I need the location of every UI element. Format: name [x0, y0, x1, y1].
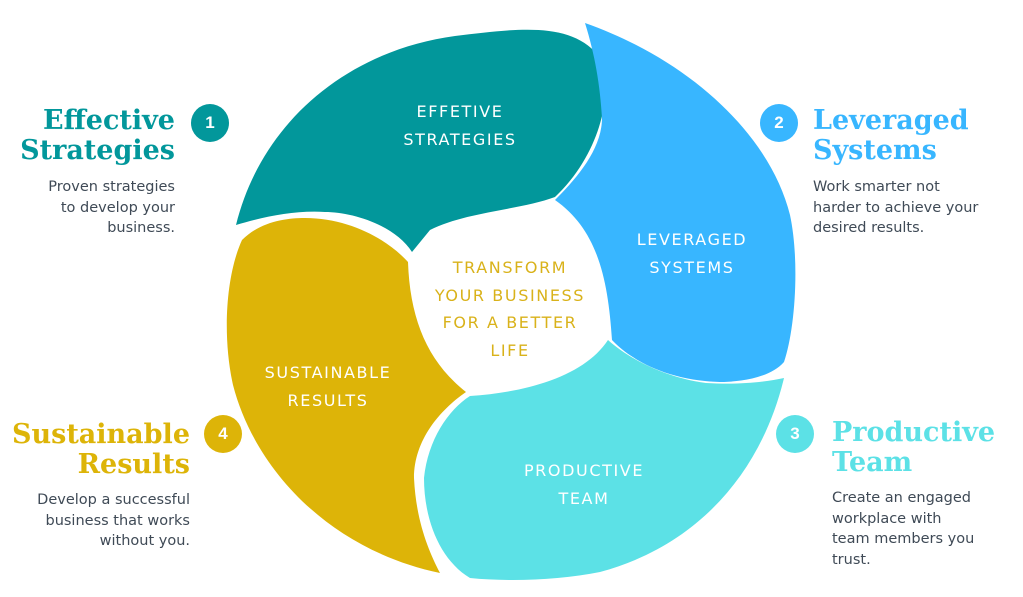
step-description-line: to develop your: [60, 199, 175, 216]
step-heading-line: Effective: [43, 105, 175, 136]
step-description-line: without you.: [99, 533, 190, 549]
step-description-line: team members you: [832, 531, 975, 547]
step-heading-effective-strategies: Effective Strategies: [10, 106, 175, 166]
petal-label-line: PRODUCTIVE: [523, 461, 645, 480]
step-number-badge-4: 4: [204, 415, 242, 453]
step-heading-line: Sustainable: [12, 419, 190, 450]
center-line: YOUR BUSINESS: [434, 285, 586, 305]
petal-label-effective-strategies: EFFETIVE STRATEGIES: [380, 98, 540, 154]
petal-effective-strategies: [236, 29, 606, 252]
petal-label-line: RESULTS: [287, 391, 369, 410]
step-description-effective-strategies: Proven strategies to develop your busine…: [10, 177, 175, 239]
step-heading-productive-team: Productive Team: [832, 418, 1017, 478]
petal-label-leveraged-systems: LEVERAGED SYSTEMS: [612, 226, 772, 282]
step-description-line: Create an engaged: [832, 490, 972, 506]
step-description-line: Proven strategies: [48, 179, 175, 195]
step-heading-line: Results: [77, 449, 190, 480]
step-description-leveraged-systems: Work smarter not harder to achieve your …: [813, 177, 1013, 239]
step-heading-sustainable-results: Sustainable Results: [8, 420, 190, 480]
step-heading-line: Leveraged: [813, 105, 969, 136]
petal-label-line: STRATEGIES: [403, 130, 517, 149]
step-description-line: desired results.: [813, 220, 925, 236]
step-heading-line: Team: [832, 447, 913, 478]
petal-sustainable-results: [226, 218, 466, 573]
step-description-line: Develop a successful: [37, 492, 190, 508]
center-line: FOR A BETTER: [442, 313, 578, 332]
petal-leveraged-systems: [555, 23, 796, 382]
petal-label-sustainable-results: SUSTAINABLE RESULTS: [248, 359, 408, 415]
petal-label-line: SUSTAINABLE: [264, 363, 392, 382]
step-description-line: Work smarter not: [813, 179, 940, 195]
step-description-line: harder to achieve your: [813, 199, 979, 216]
step-heading-leveraged-systems: Leveraged Systems: [813, 106, 1013, 166]
center-message: TRANSFORM YOUR BUSINESS FOR A BETTER LIF…: [420, 254, 600, 364]
step-description-line: business.: [107, 220, 175, 236]
center-line: LIFE: [490, 340, 530, 360]
step-description-sustainable-results: Develop a successful business that works…: [8, 490, 190, 552]
step-description-line: workplace with: [832, 510, 942, 527]
petal-label-line: LEVERAGED: [636, 230, 748, 249]
petal-label-line: TEAM: [558, 489, 610, 508]
petal-label-productive-team: PRODUCTIVE TEAM: [504, 457, 664, 513]
step-heading-line: Strategies: [20, 135, 175, 166]
step-description-productive-team: Create an engaged workplace with team me…: [832, 488, 1017, 570]
step-heading-line: Systems: [813, 135, 937, 166]
step-number-badge-3: 3: [776, 415, 814, 453]
step-heading-line: Productive: [832, 417, 996, 448]
petal-label-line: SYSTEMS: [649, 258, 735, 277]
step-number-badge-1: 1: [191, 104, 229, 142]
petal-productive-team: [424, 340, 784, 580]
step-description-line: business that works: [45, 512, 190, 529]
petal-label-line: EFFETIVE: [416, 102, 504, 121]
step-description-line: trust.: [832, 551, 871, 568]
step-number-badge-2: 2: [760, 104, 798, 142]
center-line: TRANSFORM: [452, 258, 568, 277]
